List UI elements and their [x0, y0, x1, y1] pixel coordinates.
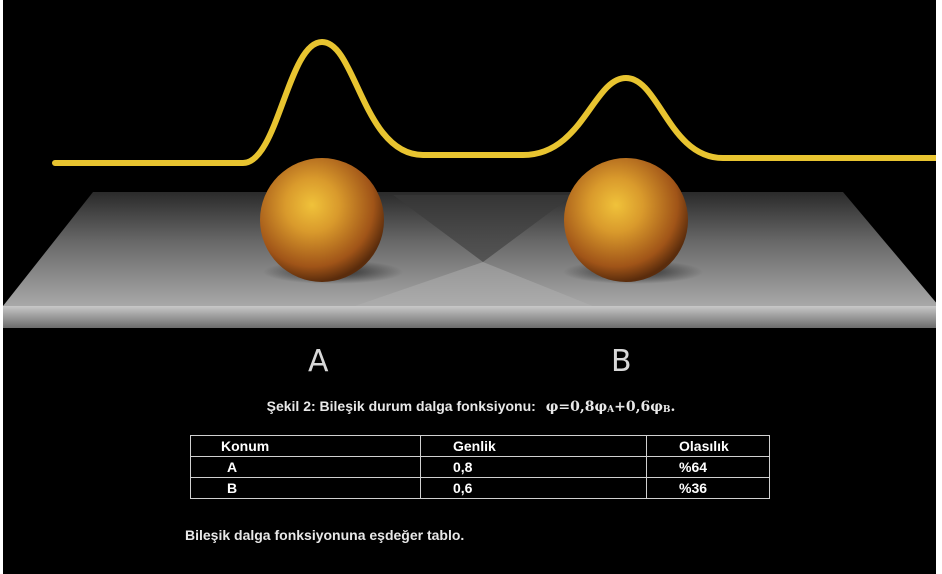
wave-curve	[55, 42, 936, 163]
figure-caption: Şekil 2: Bileşik durum dalga fonksiyonu:…	[0, 398, 942, 415]
cell-genlik: 0,6	[421, 478, 647, 499]
table-header-row: Konum Genlik Olasılık	[191, 436, 770, 457]
header-konum: Konum	[191, 436, 421, 457]
position-label-a: A	[308, 344, 329, 379]
table-note: Bileşik dalga fonksiyonuna eşdeğer tablo…	[185, 527, 464, 543]
cell-genlik: 0,8	[421, 457, 647, 478]
header-olasilik: Olasılık	[647, 436, 770, 457]
table-row: A 0,8 %64	[191, 457, 770, 478]
cell-olasilik: %64	[647, 457, 770, 478]
table-row: B 0,6 %36	[191, 478, 770, 499]
position-label-b: B	[611, 344, 632, 379]
cell-konum: B	[191, 478, 421, 499]
cell-olasilik: %36	[647, 478, 770, 499]
header-genlik: Genlik	[421, 436, 647, 457]
caption-formula: φ=0,8φA+0,6φB.	[546, 399, 676, 415]
probability-table: Konum Genlik Olasılık A 0,8 %64 B 0,6 %3…	[190, 435, 770, 499]
sphere-a	[260, 158, 384, 282]
sphere-b	[564, 158, 688, 282]
caption-text: Şekil 2: Bileşik durum dalga fonksiyonu:	[267, 398, 536, 414]
cell-konum: A	[191, 457, 421, 478]
wave-illustration	[3, 0, 936, 345]
plane-edge	[3, 306, 936, 328]
